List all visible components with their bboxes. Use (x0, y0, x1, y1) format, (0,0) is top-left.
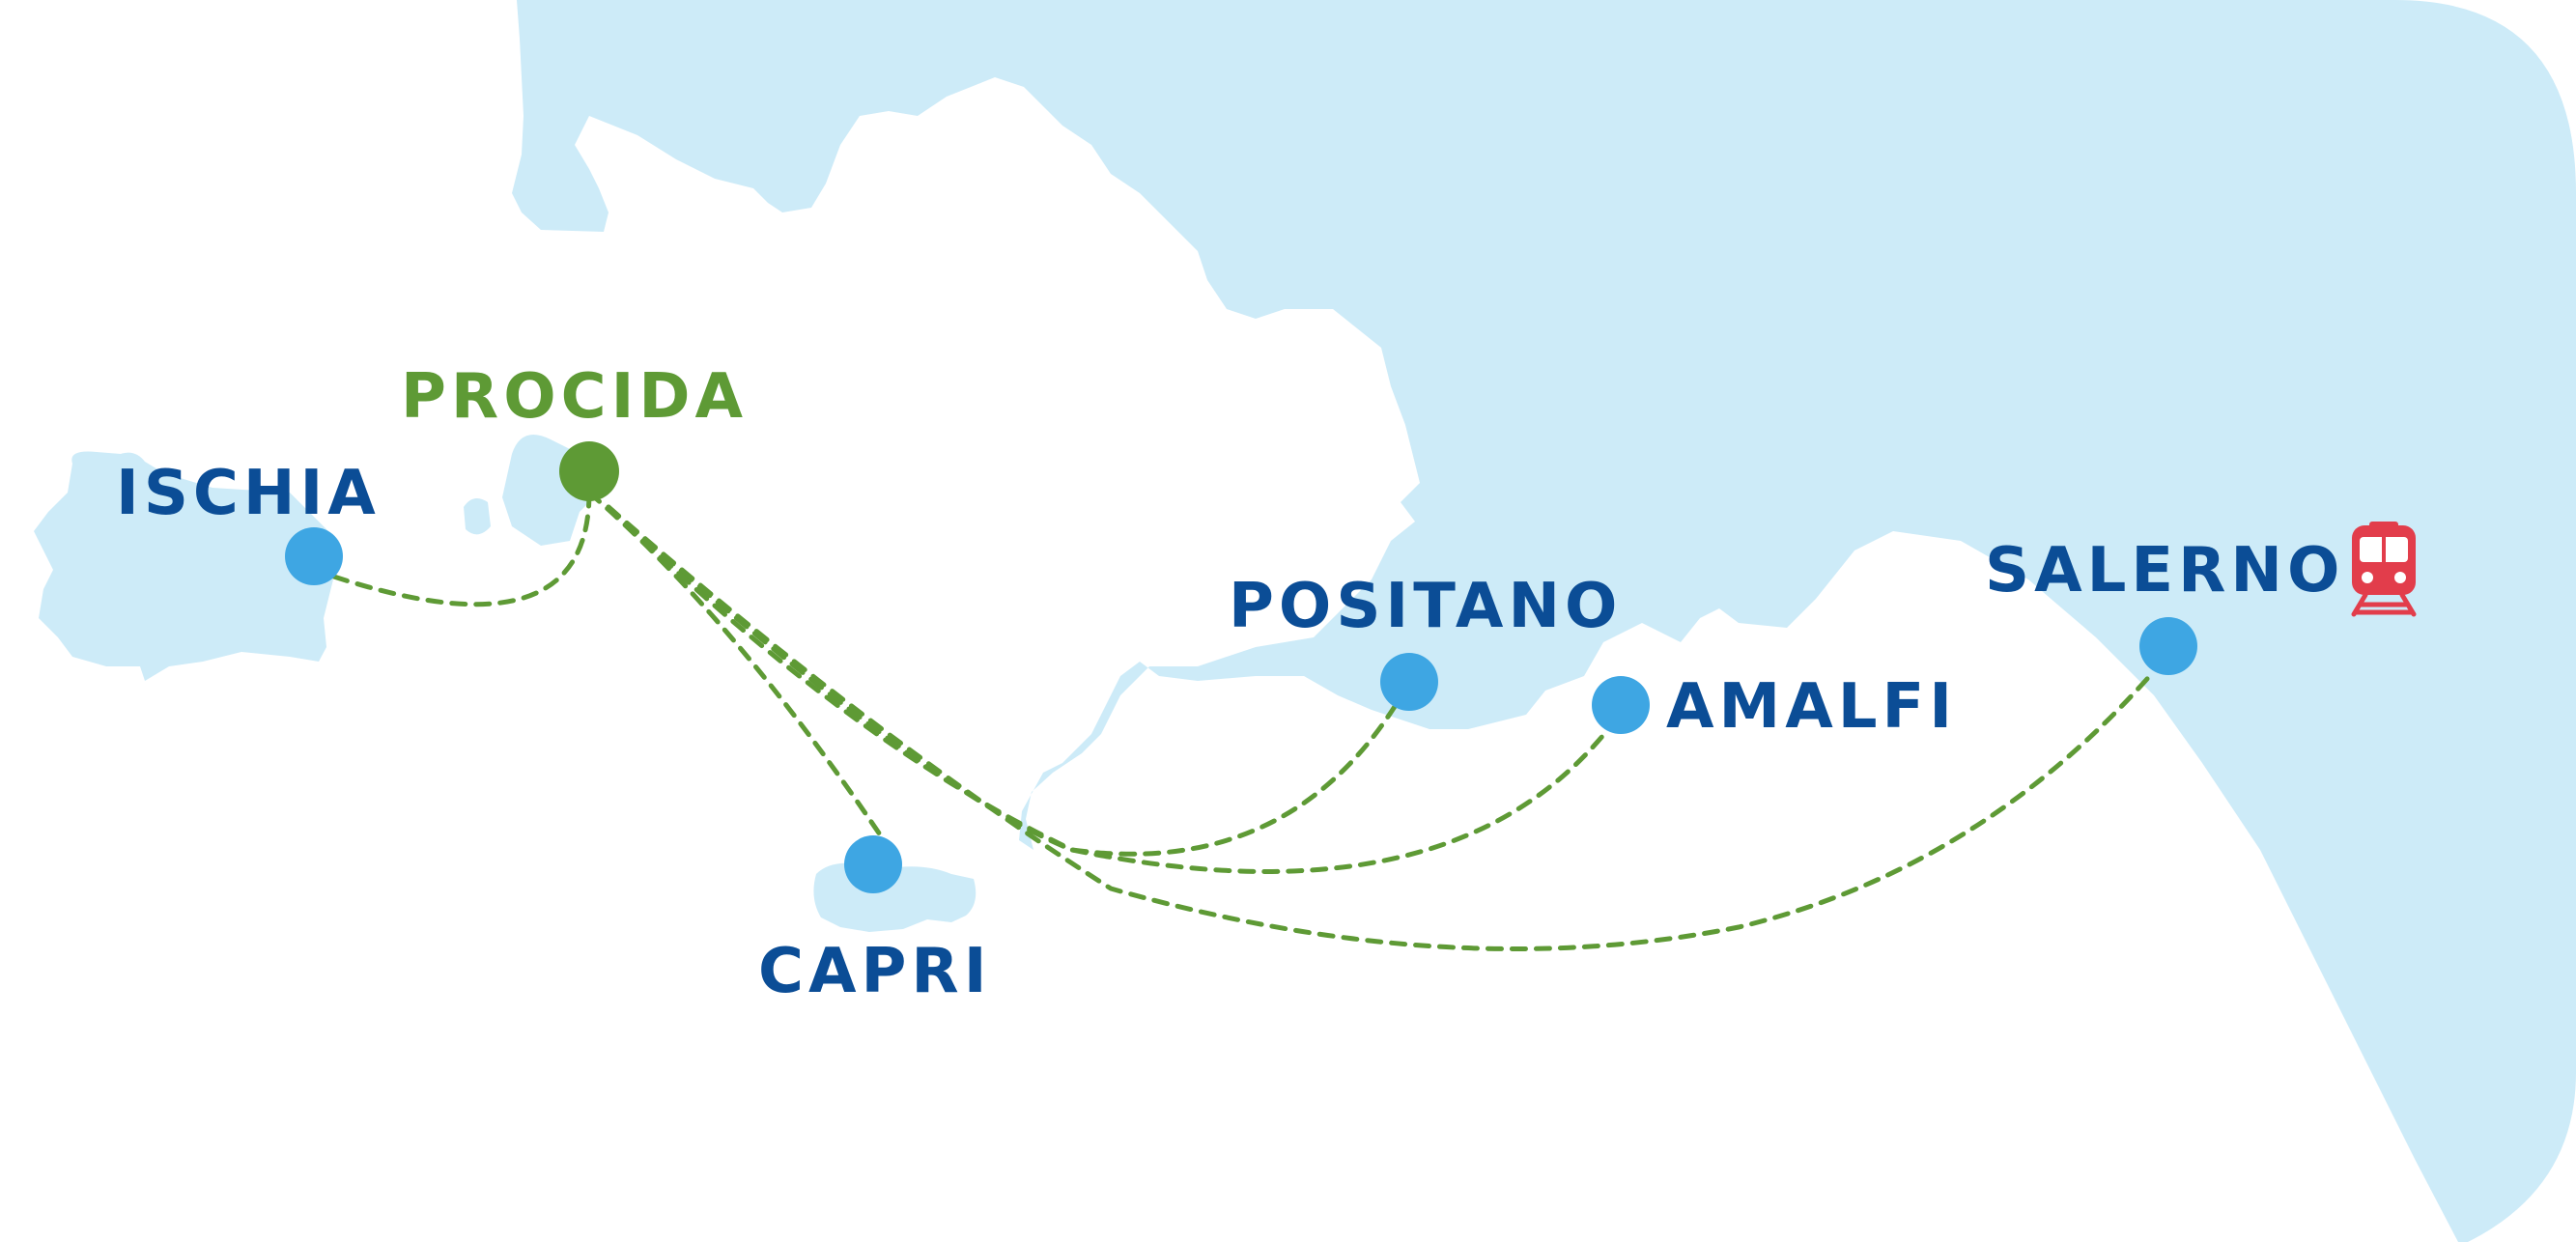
vivara-islet (464, 498, 491, 535)
marker-positano[interactable] (1380, 653, 1438, 711)
ischia-island (34, 451, 338, 681)
label-amalfi: AMALFI (1666, 671, 1957, 743)
route-procida-amalfi (606, 504, 1611, 874)
marker-ischia[interactable] (285, 527, 343, 585)
label-positano: POSITANO (1229, 571, 1622, 642)
route-procida-salerno (606, 504, 2157, 951)
route-procida-capri (586, 490, 887, 843)
route-procida-positano (606, 504, 1399, 857)
marker-amalfi[interactable] (1592, 676, 1650, 734)
route-procida-ischia (311, 490, 592, 607)
label-salerno: SALERNO (1985, 535, 2344, 607)
ferry-routes (311, 490, 2157, 951)
label-capri: CAPRI (758, 936, 992, 1007)
label-procida: PROCIDA (401, 361, 748, 433)
marker-salerno[interactable] (2139, 617, 2197, 675)
marker-capri[interactable] (844, 835, 902, 893)
marker-procida[interactable] (559, 441, 619, 501)
label-ischia: ISCHIA (116, 458, 381, 529)
sea-area (512, 0, 2576, 1242)
train-icon (2351, 522, 2417, 617)
